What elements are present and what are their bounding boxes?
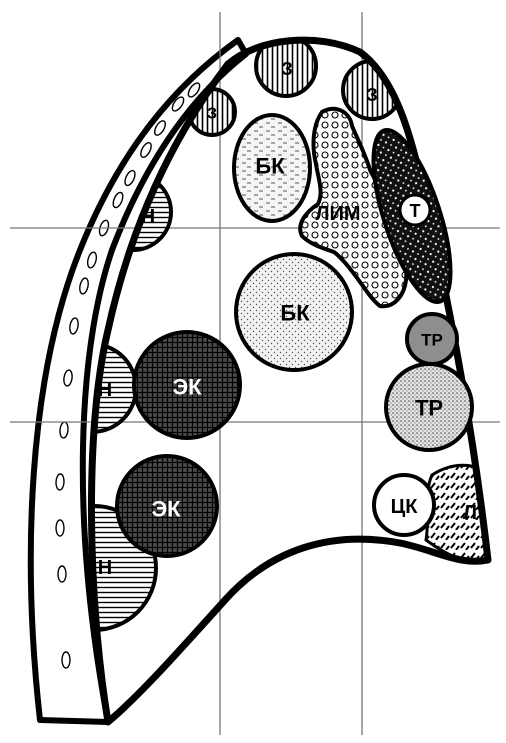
t-label: Т [410,201,421,221]
bk-upper-label: БК [255,154,285,179]
ek-lower-label: ЭК [151,497,181,522]
tr-large-label: ТР [415,396,443,421]
n-middle-label: Н [98,379,112,401]
z-top-label: З [281,59,292,79]
l-label: Л [463,502,477,524]
z-right-label: З [366,85,377,105]
z-left-label: З [207,106,217,123]
n-lower-label: Н [98,557,112,579]
ck-label: ЦК [391,496,419,518]
tr-small-label: ТР [421,331,443,350]
n-upper-label: Н [141,206,155,228]
lim-label: ЛИМ [315,203,360,225]
bk-lower-label: БК [280,301,310,326]
ek-upper-label: ЭК [172,375,202,400]
